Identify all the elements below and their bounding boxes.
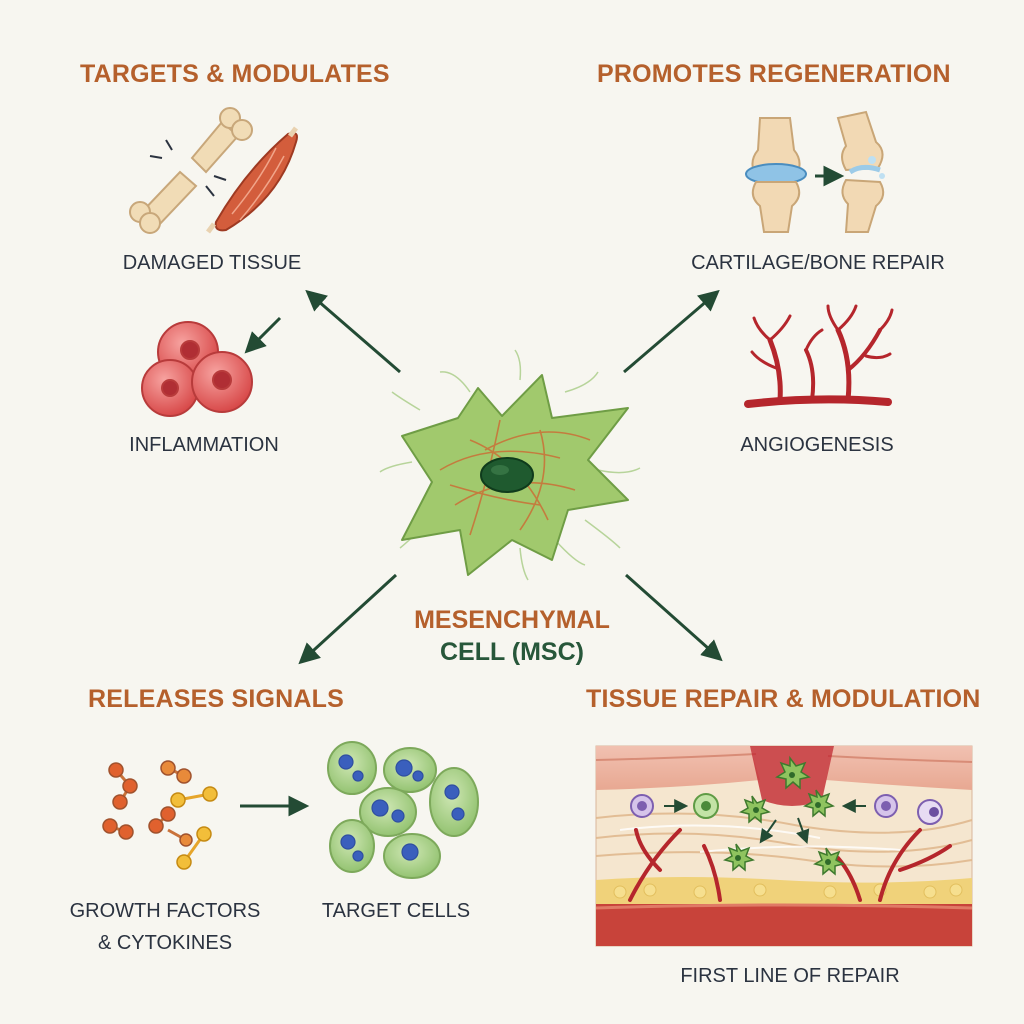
label-target-cells: TARGET CELLS: [321, 900, 471, 922]
center-cell-title: MESENCHYMAL CELL (MSC): [362, 604, 662, 668]
fracture-spark-icon: [149, 139, 227, 197]
arrows: [240, 165, 845, 817]
tissue-cross-section-icon: [595, 745, 973, 947]
muscle-icon: [206, 126, 298, 234]
knee-joint-repaired-icon: [836, 110, 885, 233]
label-first-line-of-repair: FIRST LINE OF REPAIR: [680, 965, 900, 987]
heading-targets-modulates: TARGETS & MODULATES: [80, 60, 390, 88]
broken-bone-icon: [129, 107, 253, 234]
label-damaged-tissue: DAMAGED TISSUE: [122, 252, 302, 274]
label-inflammation: INFLAMMATION: [129, 434, 279, 456]
center-title-line2: CELL (MSC): [440, 638, 584, 666]
arrow-to-tissue-repair: [625, 573, 723, 662]
heading-promotes-regeneration: PROMOTES REGENERATION: [597, 60, 951, 88]
arrow-to-cartilage-repair: [623, 289, 720, 374]
knee-joint-damaged-icon: [745, 117, 807, 233]
blood-vessel-icon: [744, 304, 894, 408]
heading-releases-signals: RELEASES SIGNALS: [88, 685, 345, 713]
heading-tissue-repair-modulation: TISSUE REPAIR & MODULATION: [586, 685, 981, 713]
label-angiogenesis: ANGIOGENESIS: [740, 434, 894, 456]
inflammation-cells-icon: [141, 321, 253, 417]
label-cytokines: & CYTOKINES: [97, 932, 233, 954]
label-cartilage-bone-repair: CARTILAGE/BONE REPAIR: [691, 252, 945, 274]
growth-factor-molecules-icon: [102, 760, 218, 870]
arrow-to-releases-signals: [298, 573, 398, 665]
center-title-line1: MESENCHYMAL: [414, 606, 610, 634]
arrow-to-damaged-tissue: [305, 289, 401, 374]
arrow-to-inflammation: [244, 316, 282, 354]
label-growth-factors: GROWTH FACTORS: [69, 900, 261, 922]
target-cells-icon: [327, 741, 479, 879]
msc-cell-icon: [379, 349, 641, 581]
